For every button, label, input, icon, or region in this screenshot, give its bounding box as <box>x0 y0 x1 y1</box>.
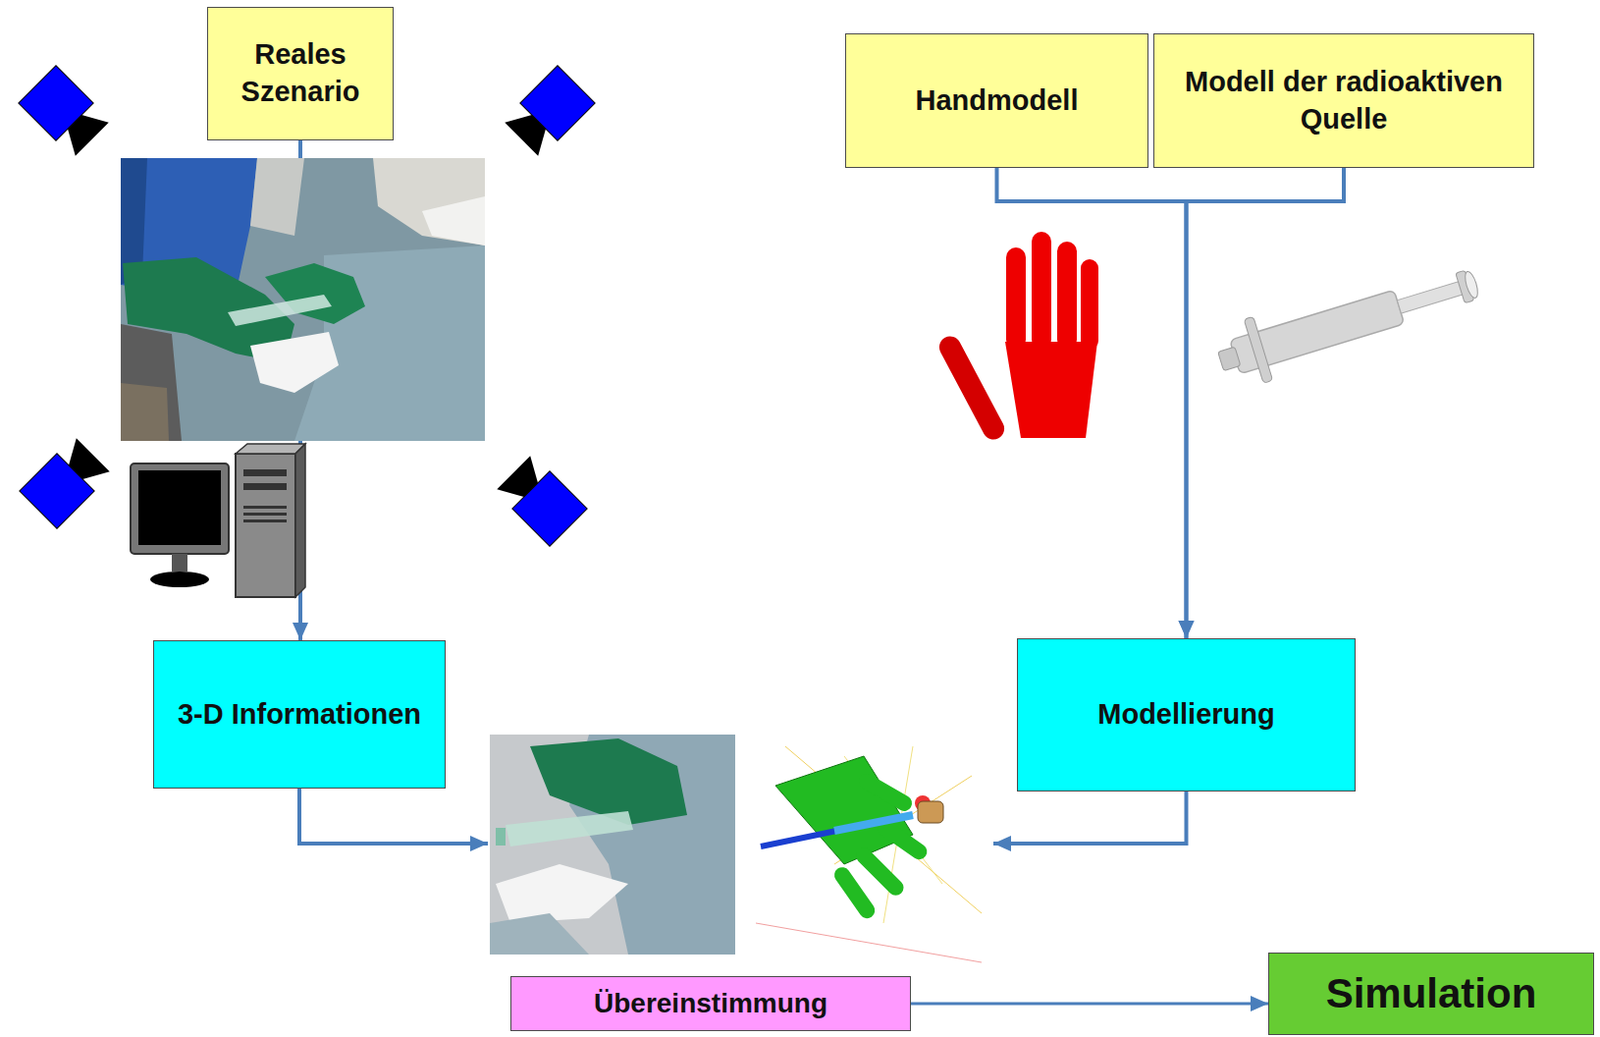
scenario-photo-part <box>250 331 339 393</box>
matching-photo-part <box>495 863 629 923</box>
flow-arrow <box>997 167 1187 639</box>
process-box: Modellierung <box>1016 638 1356 792</box>
hand-model <box>935 231 1099 443</box>
camera-symbol-part <box>57 105 109 157</box>
node-text: Simulation <box>1326 966 1538 1021</box>
simulation-render-part <box>855 770 915 814</box>
scenario-photo-part <box>227 294 332 326</box>
camera-symbol <box>19 435 112 529</box>
camera-symbol-part <box>504 105 556 157</box>
simulation-render-part <box>742 734 992 955</box>
scenario-photo-part <box>120 382 169 441</box>
hand-model-part-part <box>935 332 1009 444</box>
matching-photo-part <box>489 734 736 955</box>
matching-box: Übereinstimmung <box>510 975 911 1031</box>
simulation-render-part <box>834 814 913 831</box>
node-text: Modell der radioaktiven Quelle <box>1164 63 1524 138</box>
camera-symbol-part <box>58 437 110 489</box>
flow-arrow <box>299 788 488 844</box>
computer-icon-part <box>130 463 229 554</box>
matching-photo-part <box>505 810 634 847</box>
computer-icon-part <box>171 553 188 572</box>
computer-icon-part <box>138 470 221 545</box>
computer-icon-part <box>243 469 287 477</box>
camera-symbol <box>18 65 111 159</box>
camera-symbol-part <box>496 455 548 507</box>
node-text: Modellierung <box>1097 695 1275 734</box>
scenario-photo-part <box>373 158 485 246</box>
matching-photo-part <box>530 738 688 825</box>
syringe-model <box>1211 251 1487 394</box>
syringe-model-part <box>1218 346 1241 371</box>
computer-icon-part <box>235 453 296 597</box>
node-text: Übereinstimmung <box>593 985 828 1021</box>
scenario-photo-part <box>422 196 485 246</box>
matching-photo-part <box>489 912 589 955</box>
hand-model-part <box>1031 231 1052 350</box>
scenario-photo-part <box>250 158 305 236</box>
computer-icon-part <box>150 571 210 587</box>
simulation-render-part <box>917 800 944 823</box>
process-box: 3-D Informationen <box>153 640 446 789</box>
flow-arrow <box>1186 167 1345 639</box>
camera-symbol <box>494 453 587 546</box>
camera-symbol <box>502 65 595 159</box>
hand-model-part <box>935 332 1009 444</box>
model-box: Modell der radioaktiven Quelle <box>1153 33 1535 168</box>
node-text: 3-D Informationen <box>177 695 422 734</box>
computer-icon-part <box>295 443 306 597</box>
scenario-photo-part <box>120 323 182 441</box>
scenario-box: Reales Szenario <box>207 6 394 141</box>
matching-photo-part <box>495 827 506 846</box>
model-box: Handmodell <box>845 33 1149 168</box>
flow-arrow <box>993 791 1187 844</box>
result-box: Simulation <box>1268 952 1595 1035</box>
scenario-photo <box>120 158 485 441</box>
hand-model-part <box>1006 247 1026 350</box>
syringe-model-part <box>1243 316 1273 383</box>
hand-model-part <box>1005 341 1098 438</box>
scenario-photo-part <box>120 158 485 441</box>
computer-icon-part <box>243 519 287 523</box>
computer-icon-part <box>243 505 287 509</box>
flow-arrow <box>910 1002 1269 1006</box>
simulation-render-part <box>755 922 982 962</box>
matching-photo <box>489 734 736 955</box>
syringe-model-part <box>1462 269 1481 300</box>
computer-icon-part <box>243 482 287 490</box>
node-text: Handmodell <box>915 82 1079 120</box>
computer-icon-part <box>235 443 306 454</box>
node-text: Reales Szenario <box>217 36 383 110</box>
computer-icon-part <box>243 512 287 516</box>
computer-icon <box>130 443 306 597</box>
hand-model-part <box>1057 241 1077 350</box>
simulation-render <box>742 734 992 962</box>
syringe-model-part <box>1396 279 1467 314</box>
simulation-render-part <box>831 863 879 921</box>
hand-model-part <box>1080 259 1099 350</box>
simulation-render-part <box>775 755 913 864</box>
